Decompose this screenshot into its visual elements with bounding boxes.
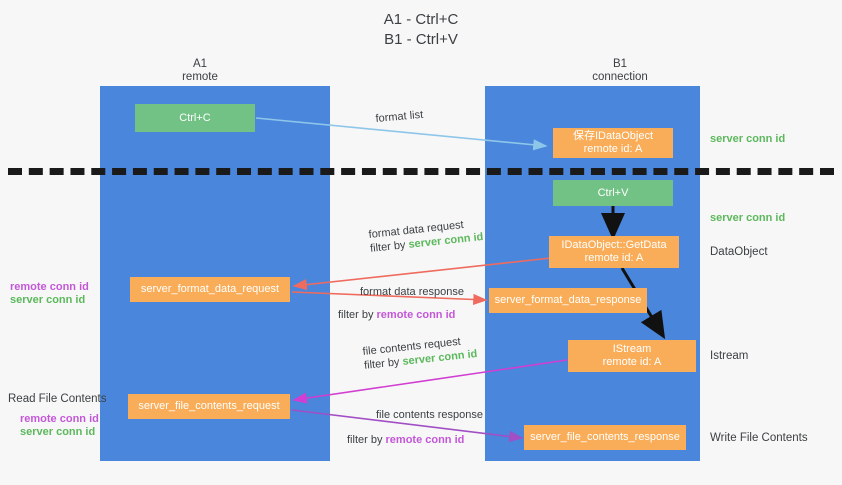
node-getdata-sub: remote id: A xyxy=(584,252,644,264)
node-server-file-contents-request[interactable]: server_file_contents_request xyxy=(128,394,290,419)
node-server-format-data-request[interactable]: server_format_data_request xyxy=(130,277,290,302)
edge-label-file-contents-request: file contents request filter by server c… xyxy=(362,333,478,373)
lane-header-a1-name: A1 xyxy=(192,58,208,70)
title-line-2: B1 - Ctrl+V xyxy=(384,31,458,48)
edge-label-format-data-response-text: format data response xyxy=(360,286,464,298)
lane-header-b1-sub: connection xyxy=(592,71,648,83)
filter-prefix: filter by xyxy=(338,309,377,321)
right-label-istream: Istream xyxy=(710,350,749,362)
filter-prefix: filter by xyxy=(363,355,404,372)
node-server-format-data-response-label: server_format_data_response xyxy=(494,294,642,306)
edge-label-format-list: format list xyxy=(375,108,424,126)
lane-header-b1: B1 connection xyxy=(540,58,700,84)
diagram-title: A1 - Ctrl+C B1 - Ctrl+V xyxy=(0,10,842,50)
left-label-read-file-contents: Read File Contents xyxy=(8,393,107,405)
right-label-write-file-contents: Write File Contents xyxy=(710,432,808,444)
edge-label-format-data-request: format data request filter by server con… xyxy=(368,216,484,256)
left-label-remote-conn-id-1: remote conn id xyxy=(10,281,89,293)
edge-label-file-contents-response-text: file contents response xyxy=(376,409,484,421)
node-ctrl-v[interactable]: Ctrl+V xyxy=(553,180,673,206)
lane-header-b1-name: B1 xyxy=(612,58,628,70)
filter-key-remote-conn-id: remote conn id xyxy=(376,309,456,321)
filter-prefix: filter by xyxy=(347,434,386,446)
title-line-1: A1 - Ctrl+C xyxy=(383,11,459,28)
lane-header-a1-sub: remote xyxy=(182,71,218,83)
right-label-dataobject: DataObject xyxy=(710,246,768,258)
node-istream[interactable]: IStream remote id: A xyxy=(568,340,696,372)
left-label-server-conn-id-2: server conn id xyxy=(20,426,96,438)
edge-label-format-data-response-filter: filter by remote conn id xyxy=(338,308,464,322)
node-istream-sub: remote id: A xyxy=(602,356,662,368)
node-server-format-data-request-label: server_format_data_request xyxy=(140,283,280,295)
edge-label-file-contents-response-filter: filter by remote conn id xyxy=(347,433,483,447)
node-server-file-contents-response-label: server_file_contents_response xyxy=(530,431,680,443)
node-istream-label: IStream xyxy=(612,343,652,355)
node-idataobject-sub: remote id: A xyxy=(583,143,643,155)
left-label-server-conn-id-1: server conn id xyxy=(10,294,86,306)
node-server-file-contents-response[interactable]: server_file_contents_response xyxy=(524,425,686,450)
edge-label-format-list-text: format list xyxy=(375,108,424,125)
lane-header-a1: A1 remote xyxy=(120,58,280,84)
phase-divider xyxy=(8,168,834,175)
node-ctrl-c[interactable]: Ctrl+C xyxy=(135,104,255,132)
edge-label-format-data-response: format data response filter by remote co… xyxy=(338,285,464,322)
node-server-format-data-response[interactable]: server_format_data_response xyxy=(489,288,647,313)
node-ctrl-c-label: Ctrl+C xyxy=(179,111,211,124)
node-idataobject-label: 保存IDataObject xyxy=(572,130,654,142)
filter-key-remote-conn-id: remote conn id xyxy=(385,434,465,446)
node-server-file-contents-request-label: server_file_contents_request xyxy=(138,400,280,412)
left-label-remote-conn-id-2: remote conn id xyxy=(20,413,99,425)
node-getdata[interactable]: IDataObject::GetData remote id: A xyxy=(549,236,679,268)
edge-label-file-contents-response: file contents response filter by remote … xyxy=(347,408,484,447)
filter-prefix: filter by xyxy=(369,238,410,255)
node-getdata-label: IDataObject::GetData xyxy=(561,239,667,251)
node-idataobject[interactable]: 保存IDataObject remote id: A xyxy=(553,128,673,158)
right-label-server-conn-id-mid: server conn id xyxy=(710,212,786,224)
right-label-server-conn-id-top: server conn id xyxy=(710,133,786,145)
node-ctrl-v-label: Ctrl+V xyxy=(597,186,629,199)
